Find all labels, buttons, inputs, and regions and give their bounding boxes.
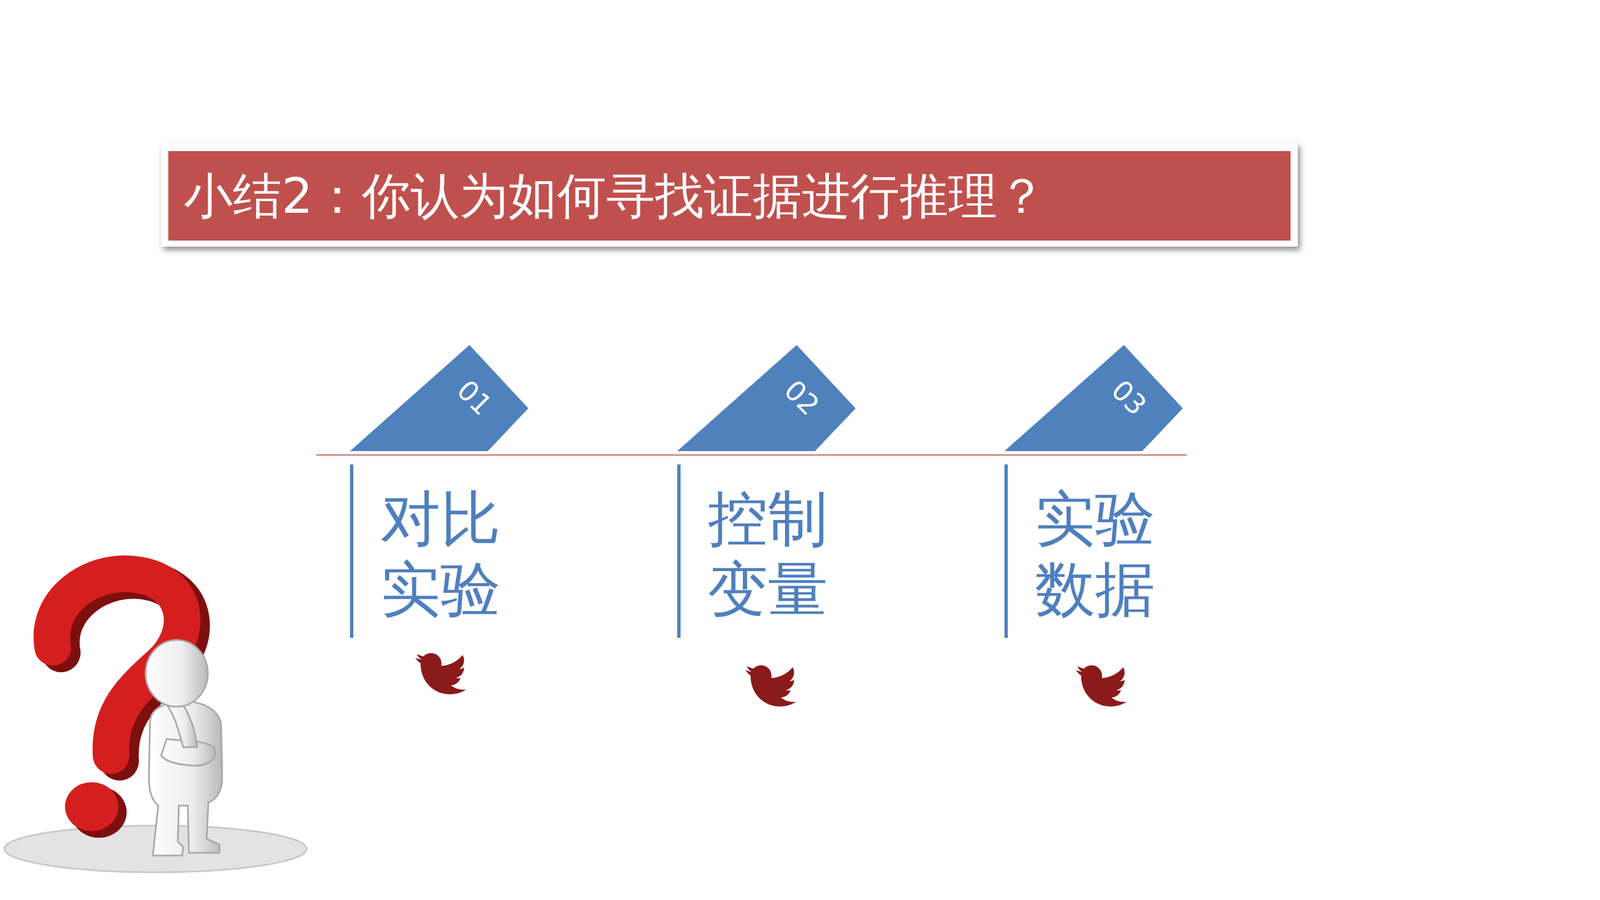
tab-fill — [350, 345, 529, 452]
bird-icon — [1076, 665, 1127, 707]
column-line — [1004, 464, 1008, 638]
step-column: 02控制 变量 — [677, 333, 967, 645]
step-label: 实验 数据 — [1035, 483, 1179, 625]
step-column: 03实验 数据 — [1004, 333, 1294, 645]
step-label: 对比 实验 — [380, 483, 525, 625]
title-text: 小结2：你认为如何寻找证据进行推理？ — [183, 168, 1047, 223]
question-figure — [4, 573, 307, 873]
tab-fill — [677, 345, 856, 452]
divider-line — [316, 454, 1187, 457]
column-line — [350, 464, 354, 638]
column-line — [677, 464, 681, 638]
bird-icon — [415, 653, 467, 695]
step-column: 01对比 实验 — [350, 333, 639, 645]
bird-icon — [745, 665, 797, 707]
title-banner: 小结2：你认为如何寻找证据进行推理？ — [168, 151, 1291, 241]
tab-fill — [1004, 345, 1183, 452]
step-label: 控制 变量 — [707, 483, 852, 625]
